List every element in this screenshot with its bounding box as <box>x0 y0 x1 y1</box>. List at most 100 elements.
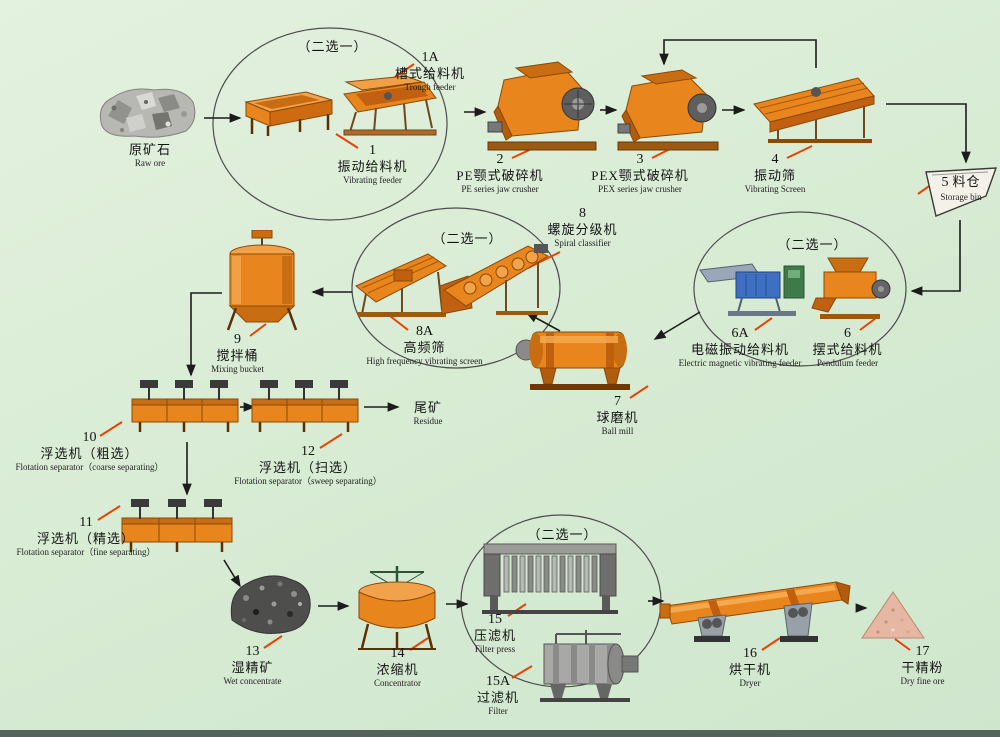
label-wet-concentrate: 13 湿精矿 Wet concentrate <box>205 644 300 686</box>
label-cn: 搅拌桶 <box>216 348 259 364</box>
label-cn: 尾矿 <box>413 400 442 415</box>
label-filter: 15A 过滤机 Filter <box>458 674 538 716</box>
label-en: Filter press <box>474 643 516 654</box>
label-vibrating-screen: 4 振动筛 Vibrating Screen <box>725 152 825 194</box>
label-cn: 干精粉 <box>901 660 944 676</box>
label-pex-jaw-crusher: 3 PEX颚式破碎机 PEX series jaw crusher <box>585 152 695 194</box>
label-num: 1A <box>421 50 439 65</box>
label-cn: 烘干机 <box>728 662 771 678</box>
pe-jaw-crusher-illustration <box>486 60 598 157</box>
label-pe-jaw-crusher: 2 PE颚式破碎机 PE series jaw crusher <box>445 152 555 194</box>
label-en: Flotation separator（coarse separating） <box>15 461 164 472</box>
label-vibrating-feeder: 1 振动给料机 Vibrating feeder <box>325 143 420 185</box>
spiral-classifier-illustration <box>436 238 556 327</box>
label-num: 14 <box>390 646 405 661</box>
label-en: PEX series jaw crusher <box>598 183 682 194</box>
label-en: Spiral classifier <box>554 237 611 248</box>
label-cn: 浮选机（扫选） <box>258 460 357 476</box>
label-filter-press: 15 压滤机 Filter press <box>455 612 535 654</box>
vibrating-feeder-illustration <box>336 72 444 145</box>
choice-label-feeders-2: （二选一） <box>777 237 848 252</box>
label-en: Ball mill <box>601 425 634 436</box>
label-num: 8 <box>579 206 586 221</box>
label-dryer: 16 烘干机 Dryer <box>705 646 795 688</box>
label-num: 4 <box>771 152 779 167</box>
choice-label-filters: （二选一） <box>527 527 598 542</box>
label-en: Vibrating Screen <box>744 183 806 194</box>
choice-label-feeders: （二选一） <box>297 39 368 54</box>
wet-concentrate-image <box>226 570 314 643</box>
ball-mill-illustration <box>512 310 642 399</box>
label-num: 6 <box>844 326 851 341</box>
label-cn: 浮选机（精选） <box>36 531 135 547</box>
label-num: 1 <box>369 143 376 158</box>
label-num: 15 <box>488 612 502 627</box>
label-flotation-fine: 11 浮选机（精选） Flotation separator（fine sepa… <box>2 515 170 557</box>
flotation-fine-illustration <box>116 496 238 561</box>
label-num: 10 <box>82 430 97 445</box>
label-en: Concentrator <box>374 677 421 688</box>
flotation-sweep-illustration <box>246 378 364 441</box>
label-num: 13 <box>245 644 260 659</box>
dry-fine-ore-image <box>860 588 926 645</box>
label-en: Residue <box>413 415 443 426</box>
label-cn: 料仓 <box>952 174 981 189</box>
label-num: 12 <box>301 444 315 459</box>
filter-press-illustration <box>476 538 624 621</box>
trough-feeder-illustration <box>240 86 338 143</box>
label-cn: 浓缩机 <box>376 662 419 678</box>
label-mixing-bucket: 9 搅拌桶 Mixing bucket <box>195 332 280 374</box>
dryer-illustration <box>658 566 856 653</box>
label-spiral-classifier: 8 螺旋分级机 Spiral classifier <box>535 206 630 248</box>
label-concentrator: 14 浓缩机 Concentrator <box>350 646 445 688</box>
label-num: 2 <box>496 152 504 167</box>
label-cn: 振动给料机 <box>337 159 408 175</box>
label-cn: PE颚式破碎机 <box>456 168 544 184</box>
electric-magnetic-vibrating-feeder-illustration <box>696 250 808 327</box>
vibrating-screen-illustration <box>746 70 884 151</box>
mixing-bucket-illustration <box>220 229 304 337</box>
label-flotation-sweep: 12 浮选机（扫选） Flotation separator（sweep sep… <box>228 444 388 486</box>
concentrator-illustration <box>350 562 444 657</box>
label-pendulum-feeder: 6 摆式给料机 Pendulum feeder <box>795 326 900 368</box>
label-raw-ore: 原矿石 Raw ore <box>105 142 195 168</box>
high-frequency-screen-illustration <box>350 246 454 327</box>
label-trough-feeder: 1A 槽式给料机 Trough feeder <box>385 50 475 92</box>
label-num: 11 <box>79 515 93 530</box>
label-dry-fine-ore: 17 干精粉 Dry fine ore <box>880 644 965 686</box>
label-en: High frequency vibrating screen <box>366 355 483 366</box>
raw-ore-image <box>96 84 198 145</box>
label-cn: 压滤机 <box>473 628 516 644</box>
label-flotation-coarse: 10 浮选机（粗选） Flotation separator（coarse se… <box>2 430 177 472</box>
flotation-coarse-illustration <box>126 378 244 441</box>
label-cn: 振动筛 <box>753 168 796 184</box>
filter-drum-illustration <box>526 628 644 707</box>
label-cn: 螺旋分级机 <box>547 222 618 238</box>
label-cn: PEX颚式破碎机 <box>591 168 689 184</box>
label-en: Filter <box>488 705 508 716</box>
label-cn: 原矿石 <box>128 142 171 157</box>
label-cn: 槽式给料机 <box>394 66 465 82</box>
label-en: PE series jaw crusher <box>461 183 539 194</box>
label-en: Storage bin <box>940 191 982 202</box>
label-cn: 摆式给料机 <box>812 342 883 358</box>
label-en: Flotation separator（sweep separating） <box>234 475 382 486</box>
storage-bin-illustration <box>924 166 998 223</box>
label-cn: 球磨机 <box>596 410 639 426</box>
label-num: 15A <box>485 674 511 689</box>
label-num: 9 <box>234 332 241 347</box>
scan-edge <box>0 730 1000 737</box>
pex-jaw-crusher-illustration <box>616 68 720 157</box>
label-cn: 浮选机（粗选） <box>40 446 139 462</box>
label-em-vibrating-feeder: 6A 电磁振动给料机 Electric magnetic vibrating f… <box>665 326 815 368</box>
label-num: 6A <box>731 326 749 341</box>
label-num: 17 <box>915 644 930 659</box>
label-en: Wet concentrate <box>223 675 282 686</box>
label-num: 3 <box>636 152 644 167</box>
label-en: Dry fine ore <box>900 675 945 686</box>
label-leader-lines <box>97 63 933 679</box>
label-en: Flotation separator（fine separating） <box>16 546 156 557</box>
